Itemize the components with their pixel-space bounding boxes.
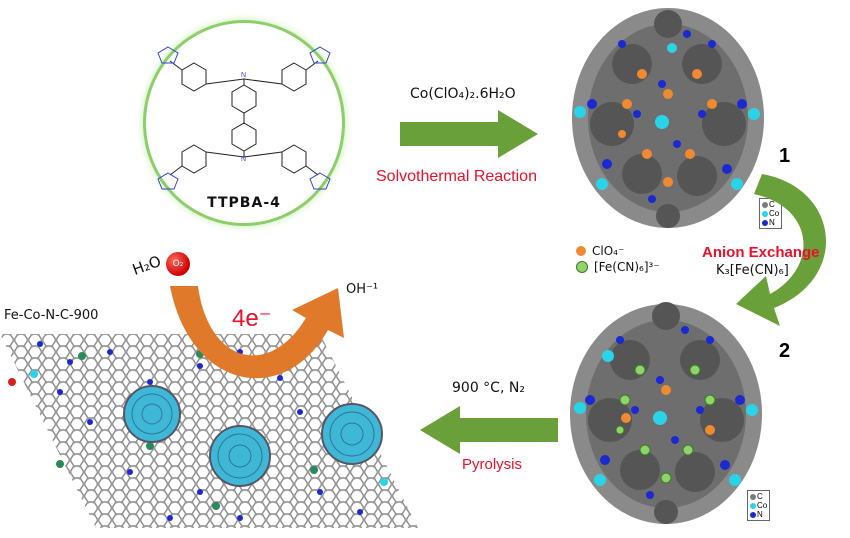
step3-conditions: 900 °C, N₂: [452, 380, 525, 396]
o2-molecule: O₂: [166, 252, 190, 276]
key2-co-label: Co: [757, 501, 768, 510]
legend-fecn: [Fe(CN)₆]³⁻: [576, 260, 660, 274]
atom-key-1: C Co N: [759, 198, 783, 229]
step3-process: Pyrolysis: [462, 456, 523, 473]
step1-reagent: Co(ClO₄)₂.6H₂O: [410, 86, 516, 102]
hydroxide-label: OH⁻¹: [346, 282, 379, 297]
ligand-name: TTPBA-4: [207, 195, 281, 211]
clo4-marker: [576, 246, 586, 256]
product-name: Fe-Co-N-C-900: [4, 308, 99, 323]
legend-clo4-label: ClO₄⁻: [592, 244, 625, 258]
electrons-label: 4e⁻: [232, 305, 272, 332]
structure-2: [570, 302, 762, 524]
ligand-structure: N N: [157, 46, 331, 190]
step2-process: Anion Exchange: [702, 244, 820, 261]
step2-reagent: K₃[Fe(CN)₆]: [716, 263, 789, 278]
water-label: H₂O: [130, 252, 164, 279]
svg-text:N: N: [241, 156, 246, 163]
structure-2-label: 2: [779, 340, 791, 362]
key2-c-label: C: [757, 492, 763, 501]
ligand-panel: N N TTPBA-4: [143, 20, 345, 226]
structure-1: [572, 8, 764, 228]
arrow-step1: [400, 110, 538, 158]
fecn-marker: [576, 261, 588, 273]
arrow-step2: [736, 174, 827, 326]
atom-key-2: C Co N: [747, 490, 771, 521]
legend-fecn-label: [Fe(CN)₆]³⁻: [594, 260, 660, 274]
structure-1-label: 1: [779, 145, 791, 167]
anion-legend: ClO₄⁻ [Fe(CN)₆]³⁻: [576, 244, 660, 274]
legend-clo4: ClO₄⁻: [576, 244, 660, 258]
key-c-label: C: [769, 200, 775, 209]
step1-process: Solvothermal Reaction: [376, 168, 537, 185]
key-n-label: N: [769, 218, 775, 227]
arrow-step3: [420, 406, 558, 454]
svg-text:N: N: [241, 72, 246, 79]
orr-arrow: [170, 286, 344, 379]
key-co-label: Co: [769, 209, 780, 218]
key2-n-label: N: [757, 510, 763, 519]
o2-label: O₂: [172, 259, 184, 269]
